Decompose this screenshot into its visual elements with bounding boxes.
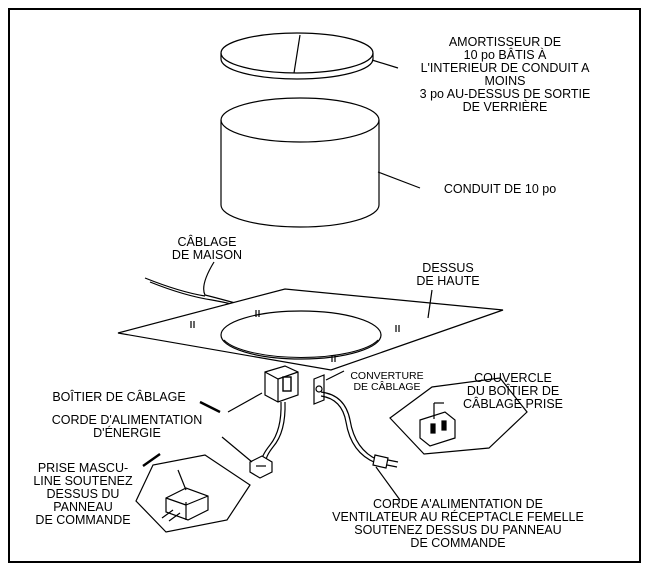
top-plate-label: DESSUS DE HAUTE: [416, 261, 480, 288]
damper-label: AMORTISSEUR DE 10 po BÂTIS À L'INTERIEUR…: [419, 35, 591, 114]
top-plate-leader: [427, 289, 433, 319]
wiring-box: [264, 365, 299, 403]
duct-leader: [377, 171, 421, 189]
wiring-box-label: BOÎTIER DE CÂBLAGE: [52, 390, 186, 404]
receptacle-cover-label: COUVERCLE DU BOÎTIER DE CÂBLAGE PRISE: [462, 371, 564, 411]
duct-label: CONDUIT DE 10 po: [443, 182, 557, 196]
male-plug-panel: [135, 454, 251, 533]
fan-cord: [320, 391, 399, 469]
wiring-box-mark: [199, 400, 221, 414]
house-wiring-label: CÂBLAGE DE MAISON: [171, 235, 243, 262]
male-plug-mark: [142, 453, 161, 467]
fan-cord-leader: [375, 466, 401, 501]
power-cord-label: CORDE D'ALIMENTATION D'ÉNERGIE: [51, 413, 203, 440]
damper-disc: [220, 32, 374, 80]
diagram-border: [8, 8, 641, 563]
wiring-cover-plate: [313, 374, 325, 405]
damper-leader: [371, 59, 399, 69]
wiring-box-leader: [227, 392, 263, 413]
top-plate: [117, 288, 504, 371]
duct-cylinder: [220, 97, 380, 228]
power-cord-leader: [221, 436, 253, 463]
wiring-cover-label: CONVERTURE DE CÂBLAGE: [350, 370, 424, 393]
receptacle-cover: [389, 377, 528, 455]
male-plug-leader: [177, 469, 187, 491]
wiring-cover-leader: [325, 370, 345, 381]
fan-cord-label: CORDE A'ALIMENTATION DE VENTILATEUR AU R…: [332, 497, 584, 550]
power-cord: [249, 401, 286, 479]
male-plug-label: PRISE MASCU- LINE SOUTENEZ DESSUS DU PAN…: [33, 461, 133, 527]
